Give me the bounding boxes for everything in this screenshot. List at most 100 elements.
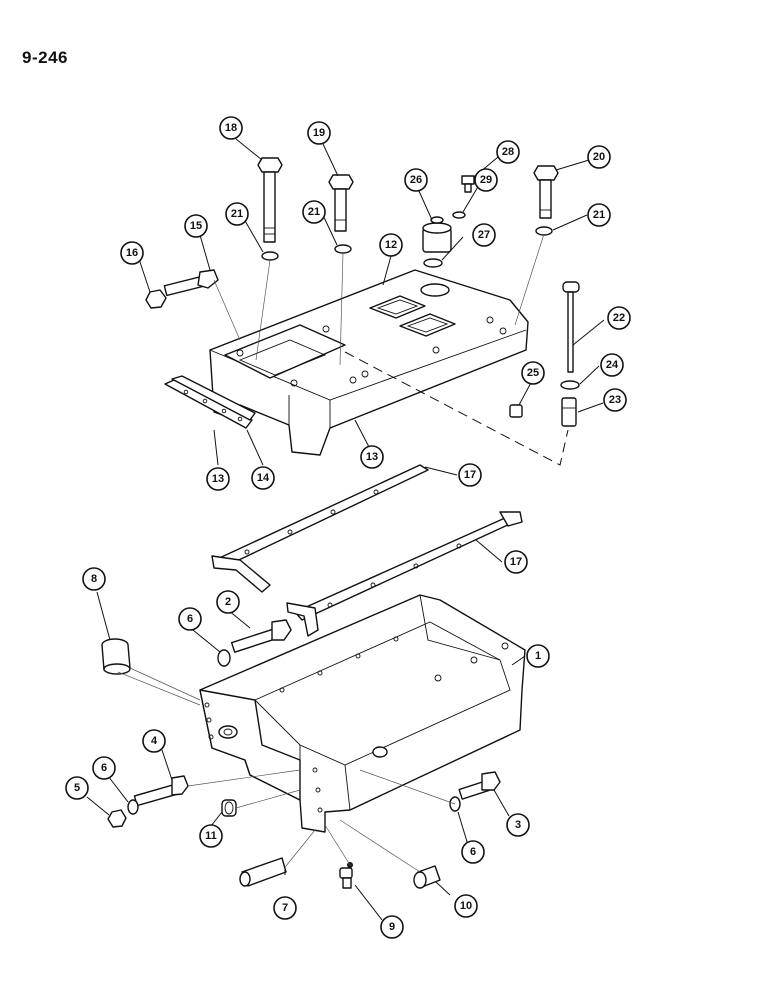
callout-8: 8 — [82, 567, 106, 591]
callout-3: 3 — [506, 813, 530, 837]
callout-12: 12 — [379, 233, 403, 257]
callout-label: 20 — [593, 151, 605, 163]
gasket-13-plate-14 — [164, 375, 256, 429]
gasket-17-upper — [211, 464, 429, 593]
callout-7: 7 — [273, 896, 297, 920]
plug-10 — [413, 865, 441, 889]
callout-17a: 17 — [458, 463, 482, 487]
callout-17b: 17 — [504, 550, 528, 574]
bolt-20 — [533, 165, 559, 219]
exploded-guides — [117, 233, 545, 873]
callout-6b: 6 — [92, 756, 116, 780]
callout-label: 27 — [478, 229, 490, 241]
bushing-8 — [101, 638, 131, 675]
bolt-19 — [328, 174, 354, 232]
callout-label: 21 — [593, 209, 605, 221]
callout-label: 10 — [460, 900, 472, 912]
callout-21b: 21 — [302, 200, 326, 224]
callout-6a: 6 — [178, 607, 202, 631]
callout-6c: 6 — [461, 840, 485, 864]
callout-label: 15 — [190, 220, 202, 232]
callout-13a: 13 — [206, 467, 230, 491]
callout-label: 1 — [535, 650, 541, 662]
dipstick-22 — [562, 281, 580, 373]
callout-21a: 21 — [225, 202, 249, 226]
callout-label: 8 — [91, 573, 97, 585]
plug-7 — [239, 857, 287, 887]
callout-16: 16 — [120, 241, 144, 265]
callout-5: 5 — [65, 776, 89, 800]
washer-21b — [334, 244, 352, 254]
oil-pan-housing-1 — [199, 594, 526, 833]
callout-label: 17 — [464, 469, 476, 481]
callout-label: 6 — [470, 846, 476, 858]
callout-label: 22 — [613, 312, 625, 324]
leader-lines — [86, 138, 605, 921]
callout-label: 23 — [609, 394, 621, 406]
callout-21c: 21 — [587, 203, 611, 227]
screw-28 — [461, 175, 475, 193]
washer-29 — [452, 211, 466, 219]
callout-25: 25 — [521, 361, 545, 385]
callout-label: 17 — [510, 556, 522, 568]
washer-21c — [535, 226, 553, 236]
callout-label: 29 — [480, 174, 492, 186]
callout-24: 24 — [600, 353, 624, 377]
washer-21a — [261, 251, 279, 261]
cap-26 — [422, 216, 452, 253]
callout-14: 14 — [251, 466, 275, 490]
callout-label: 21 — [231, 208, 243, 220]
callout-27: 27 — [472, 223, 496, 247]
top-housing-12 — [209, 269, 529, 456]
callout-label: 13 — [366, 451, 378, 463]
callout-label: 13 — [212, 473, 224, 485]
callout-label: 26 — [410, 174, 422, 186]
callout-11: 11 — [199, 824, 223, 848]
bolt-4 — [133, 775, 189, 807]
callout-label: 5 — [74, 782, 80, 794]
callout-label: 18 — [225, 122, 237, 134]
callout-23: 23 — [603, 388, 627, 412]
callout-label: 3 — [515, 819, 521, 831]
callout-label: 28 — [502, 146, 514, 158]
callout-label: 25 — [527, 367, 539, 379]
callout-label: 11 — [205, 830, 217, 842]
oring-27 — [423, 258, 443, 268]
centerline — [344, 351, 569, 466]
callout-9: 9 — [380, 915, 404, 939]
callout-18: 18 — [219, 116, 243, 140]
callout-29: 29 — [474, 168, 498, 192]
callout-15: 15 — [184, 214, 208, 238]
callout-26: 26 — [404, 168, 428, 192]
nut-16 — [145, 289, 167, 309]
pin-11 — [221, 799, 237, 817]
callout-label: 6 — [101, 762, 107, 774]
callout-20: 20 — [587, 145, 611, 169]
fitting-9 — [339, 862, 353, 889]
callout-label: 19 — [313, 127, 325, 139]
callout-22: 22 — [607, 306, 631, 330]
bolt-3 — [458, 771, 501, 800]
tube-23 — [561, 397, 577, 427]
callout-label: 4 — [151, 735, 158, 747]
bolt-15 — [163, 269, 219, 297]
callout-13b: 13 — [360, 445, 384, 469]
callout-2: 2 — [216, 590, 240, 614]
page-number: 9-246 — [22, 48, 68, 67]
callout-10: 10 — [454, 894, 478, 918]
nut-5 — [107, 809, 127, 828]
callout-label: 16 — [126, 247, 138, 259]
callout-4: 4 — [142, 729, 166, 753]
plug-25 — [509, 404, 523, 418]
washer-6a — [217, 649, 231, 667]
callout-label: 2 — [225, 596, 231, 608]
bolt-18 — [257, 157, 283, 243]
callout-1: 1 — [526, 644, 550, 668]
bolt-2 — [230, 619, 292, 653]
callout-19: 19 — [307, 121, 331, 145]
callout-label: 21 — [308, 206, 320, 218]
gasket-17-lower — [286, 511, 523, 637]
callout-label: 14 — [257, 472, 270, 484]
callout-label: 9 — [389, 921, 395, 933]
